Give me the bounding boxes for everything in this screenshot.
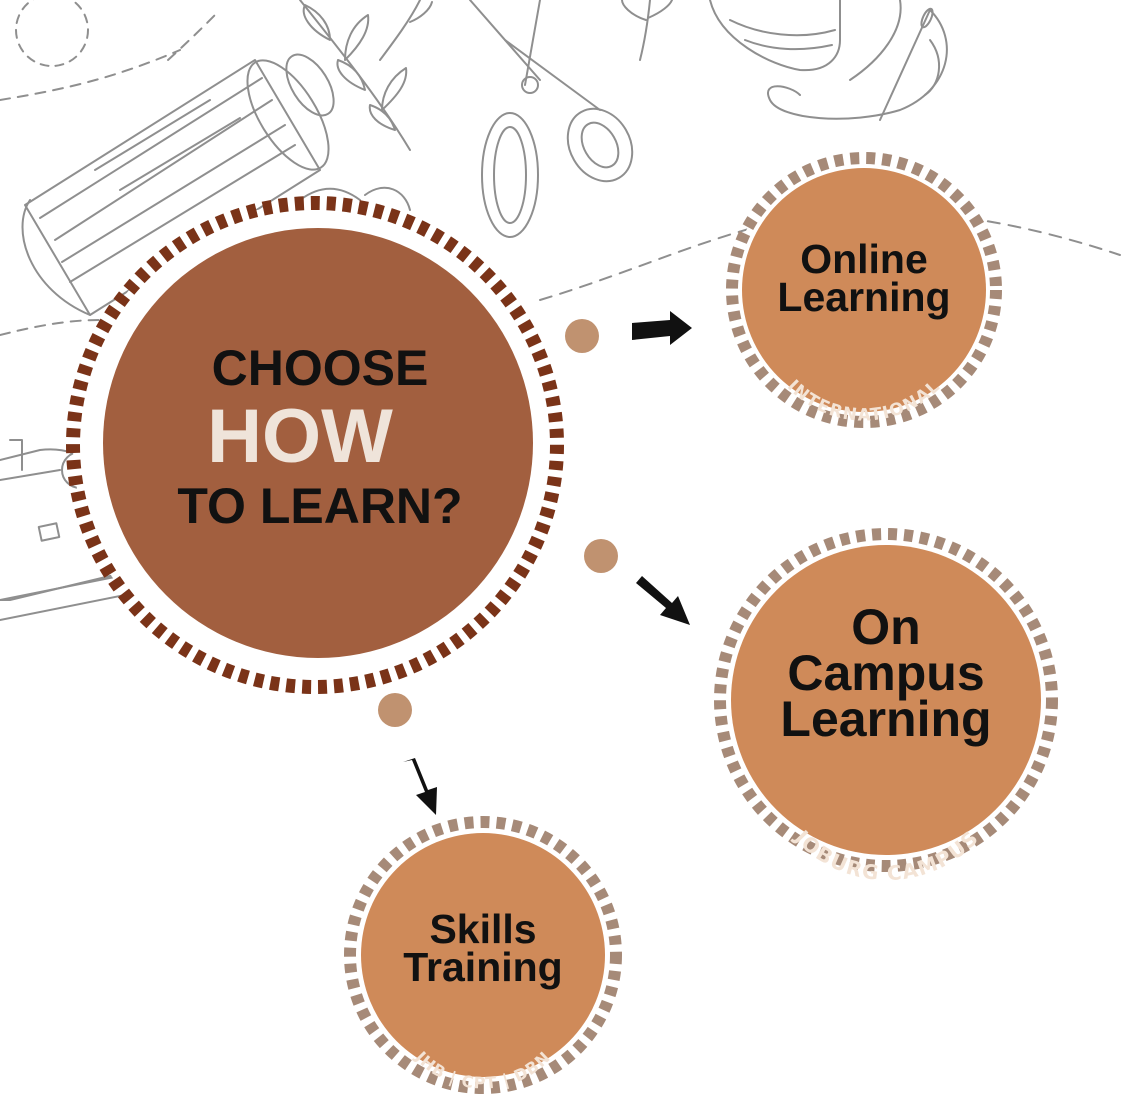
campus-title-line-3: Learning: [780, 691, 992, 747]
leaf-branch-icon: [299, 0, 433, 151]
main-line-3: TO LEARN?: [177, 478, 463, 534]
online-title-line-1: Online: [800, 236, 928, 282]
main-line-2-highlight: HOW: [207, 394, 393, 479]
arrow-icon: [636, 576, 690, 625]
online-title[interactable]: Online Learning: [744, 236, 984, 320]
dashed-circle-icon: [15, 0, 89, 67]
needle-thread-icon: [709, 0, 948, 121]
main-fill: [103, 228, 533, 658]
campus-title-line-2: Campus: [787, 645, 985, 701]
main-question-circle: [66, 196, 564, 694]
leaf-branch-icon: [621, 0, 673, 61]
thread-spool-icon: [21, 53, 335, 316]
arrow-icon: [632, 311, 692, 345]
dashed-path-icon: [0, 319, 101, 336]
main-question: CHOOSE HOW TO LEARN?: [150, 340, 490, 534]
arrow-icon: [403, 758, 437, 815]
skills-title-line-2: Training: [403, 944, 563, 990]
skills-title-line-1: Skills: [429, 906, 537, 952]
online-learning-option[interactable]: [726, 152, 1002, 428]
on-campus-learning-option[interactable]: [714, 528, 1058, 872]
skills-title[interactable]: Skills Training: [363, 906, 603, 990]
main-line-1: CHOOSE: [211, 340, 429, 396]
dashed-path-icon: [0, 49, 181, 101]
skills-training-option[interactable]: [344, 816, 622, 1094]
scissors-icon: [469, 0, 634, 238]
dashed-path-icon: [167, 14, 216, 61]
campus-title[interactable]: On Campus Learning: [736, 599, 1036, 747]
connector-dot-icon: [565, 319, 599, 353]
connector-dot-icon: [584, 539, 618, 573]
online-title-line-2: Learning: [777, 274, 951, 320]
connector-dot-icon: [378, 693, 412, 727]
campus-title-line-1: On: [851, 599, 921, 655]
